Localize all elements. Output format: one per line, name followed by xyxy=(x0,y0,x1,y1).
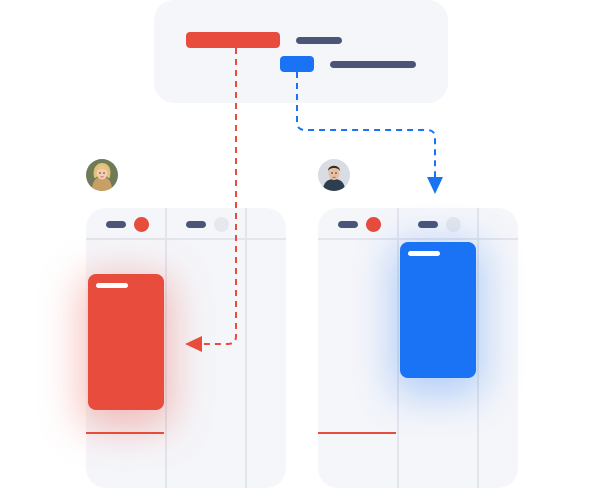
day-label-placeholder xyxy=(418,221,438,228)
event-title-placeholder xyxy=(408,251,440,256)
red-task-bar[interactable] xyxy=(186,32,280,48)
blue-arrowhead-icon xyxy=(427,177,443,194)
avatar-woman-icon xyxy=(86,159,118,191)
red-arrowhead-icon xyxy=(185,336,202,352)
red-task-text-placeholder xyxy=(296,37,342,44)
day-indicator-active[interactable] xyxy=(134,217,149,232)
blue-task-text-placeholder xyxy=(330,61,416,68)
day-indicator-inactive[interactable] xyxy=(214,217,229,232)
red-connector-line xyxy=(200,48,237,345)
day-indicator-inactive[interactable] xyxy=(446,217,461,232)
calendar-column-divider xyxy=(245,208,247,488)
calendar-column-divider xyxy=(397,208,399,488)
calendar-header-divider xyxy=(86,238,286,240)
day-label-placeholder xyxy=(186,221,206,228)
calendar-header-divider xyxy=(318,238,518,240)
day-label-placeholder xyxy=(338,221,358,228)
day-indicator-active[interactable] xyxy=(366,217,381,232)
blue-connector-line xyxy=(296,72,436,178)
calendar-column-divider xyxy=(477,208,479,488)
calendar-column-divider xyxy=(165,208,167,488)
scheduled-event-red[interactable] xyxy=(88,274,164,410)
avatar-man-icon xyxy=(318,159,350,191)
blue-task-bar[interactable] xyxy=(280,56,314,72)
current-time-line xyxy=(318,432,396,434)
day-label-placeholder xyxy=(106,221,126,228)
current-time-line xyxy=(86,432,164,434)
scheduled-event-blue[interactable] xyxy=(400,242,476,378)
event-title-placeholder xyxy=(96,283,128,288)
task-list-card xyxy=(154,0,448,103)
